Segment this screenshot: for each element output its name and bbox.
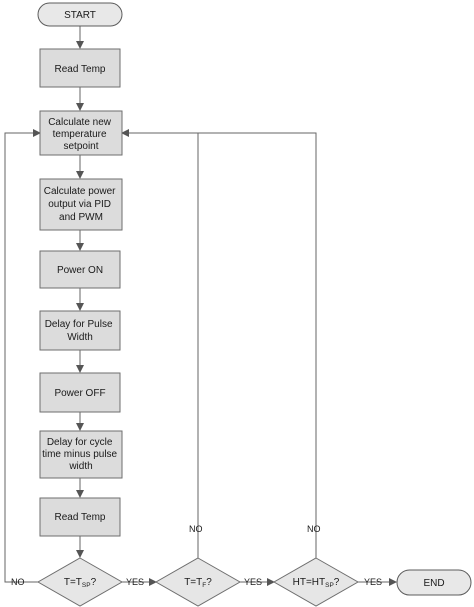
svg-text:T=TF?: T=TF?: [184, 577, 212, 589]
read-temp-label-2: Read Temp: [55, 512, 106, 523]
svg-text:HT=HTSP?: HT=HTSP?: [293, 577, 340, 589]
edge-label-yes-tf: YES: [244, 577, 262, 587]
power-off-label: Power OFF: [54, 388, 105, 399]
delay-pulse-node: Delay for Pulse Width: [39, 310, 121, 351]
calc-power-line-1: Calculate power: [44, 186, 116, 197]
power-on-node: Power ON: [39, 250, 121, 289]
connectors: [4, 26, 397, 586]
decision-ht-equals-htsp: HT=HTSP?: [272, 557, 360, 607]
calc-setpoint-node: Calculate new temperature setpoint: [39, 110, 123, 156]
arrow-no-loop-tf: [121, 129, 199, 558]
decision-tsp-base: T=T: [64, 577, 82, 588]
read-temp-node-2: Read Temp: [39, 497, 121, 537]
decision-tf-base: T=T: [184, 577, 202, 588]
power-on-label: Power ON: [57, 265, 103, 276]
delay-cycle-line-2: time minus pulse: [42, 449, 117, 460]
delay-cycle-node: Delay for cycle time minus pulse width: [39, 430, 123, 479]
edge-label-no-tf: NO: [189, 524, 203, 534]
start-node: START: [37, 2, 123, 27]
calc-power-line-2: output via PID: [48, 199, 111, 210]
edge-label-yes-tsp: YES: [126, 577, 144, 587]
end-label: END: [423, 578, 444, 589]
decision-tsp-suffix: ?: [91, 577, 97, 588]
end-node: END: [396, 569, 472, 596]
calc-power-line-3: and PWM: [59, 212, 103, 223]
edge-label-no-ht: NO: [307, 524, 321, 534]
svg-text:Delay for cycle time min: Delay for cycle time minus pulse width: [42, 437, 120, 472]
svg-text:Calculate new temperatur: Calculate new temperature setpoint: [48, 117, 114, 152]
decision-ht-suffix: ?: [334, 577, 340, 588]
calc-setpoint-line-1: Calculate new: [48, 117, 112, 128]
power-off-node: Power OFF: [39, 372, 121, 413]
decision-tf-suffix: ?: [206, 577, 212, 588]
delay-pulse-line-1: Delay for Pulse: [45, 319, 113, 330]
delay-pulse-line-2: Width: [67, 332, 93, 343]
decision-t-equals-tf: T=TF?: [154, 557, 242, 607]
edge-label-no-tsp: NO: [11, 577, 25, 587]
decision-ht-base: HT=HT: [293, 577, 326, 588]
edge-label-yes-ht: YES: [364, 577, 382, 587]
delay-cycle-line-3: width: [68, 461, 92, 472]
decision-t-equals-tsp: T=TSP?: [36, 557, 124, 607]
svg-text:Delay for Pulse Width: Delay for Pulse Width: [45, 319, 116, 343]
arrow-no-loop-ht: [198, 132, 317, 558]
read-temp-label-1: Read Temp: [55, 64, 106, 75]
calc-setpoint-line-3: setpoint: [63, 141, 98, 152]
start-label: START: [64, 10, 96, 21]
delay-cycle-line-1: Delay for cycle: [47, 437, 113, 448]
edge-labels: NO NO NO YES YES YES: [11, 524, 382, 587]
decision-tf-sub: F: [202, 582, 206, 589]
svg-text:Calculate power output v: Calculate power output via PID and PWM: [44, 186, 119, 223]
arrow-no-loop-left: [4, 129, 41, 583]
read-temp-node-1: Read Temp: [39, 48, 121, 88]
calc-setpoint-line-2: temperature: [53, 129, 107, 140]
decision-ht-sub: SP: [325, 582, 334, 589]
calc-power-node: Calculate power output via PID and PWM: [39, 178, 123, 231]
decision-tsp-sub: SP: [82, 582, 91, 589]
svg-text:T=TSP?: T=TSP?: [64, 577, 97, 589]
